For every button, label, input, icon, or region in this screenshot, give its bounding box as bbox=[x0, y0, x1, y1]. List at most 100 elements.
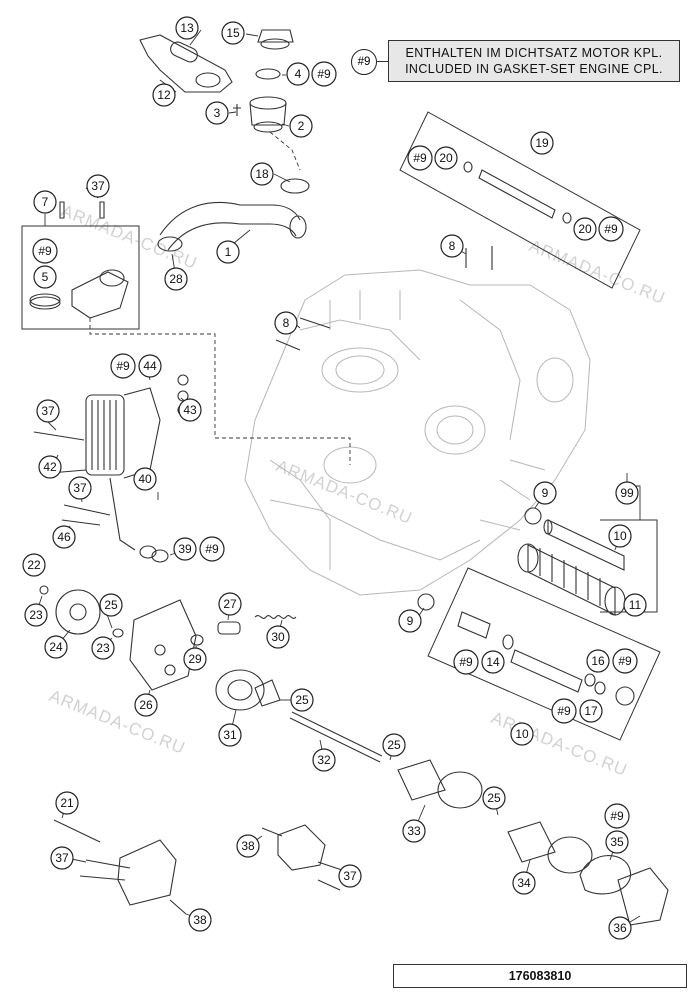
callout-4-ref: #9 bbox=[311, 61, 337, 87]
svg-text:20: 20 bbox=[578, 222, 592, 236]
gasket-set-note: ENTHALTEN IM DICHTSATZ MOTOR KPL. INCLUD… bbox=[388, 40, 680, 82]
callout-22: 22 bbox=[22, 553, 46, 577]
callout-31: 31 bbox=[218, 723, 242, 747]
callout-28: 28 bbox=[164, 267, 188, 291]
callout-46: 46 bbox=[52, 525, 76, 549]
callout-23-left: 23 bbox=[24, 603, 48, 627]
callout-32: 32 bbox=[312, 748, 336, 772]
svg-text:22: 22 bbox=[27, 558, 41, 572]
callout-44-ref: #9 bbox=[110, 353, 136, 379]
svg-text:28: 28 bbox=[169, 272, 183, 286]
callout-38-mid: 38 bbox=[236, 834, 260, 858]
svg-text:12: 12 bbox=[157, 88, 171, 102]
svg-text:3: 3 bbox=[214, 106, 221, 120]
svg-text:38: 38 bbox=[241, 839, 255, 853]
svg-text:23: 23 bbox=[96, 641, 110, 655]
callout-20-bottom: 20 bbox=[573, 217, 597, 241]
svg-text:18: 18 bbox=[255, 167, 269, 181]
svg-text:37: 37 bbox=[73, 481, 87, 495]
svg-text:#9: #9 bbox=[618, 654, 632, 668]
svg-text:7: 7 bbox=[42, 195, 49, 209]
callout-37-lower-left: 37 bbox=[50, 846, 74, 870]
callout-37-cooler: 37 bbox=[36, 399, 60, 423]
pipe-19 bbox=[275, 161, 572, 351]
svg-text:#9: #9 bbox=[38, 244, 52, 258]
callout-14: 14 bbox=[481, 650, 505, 674]
svg-text:31: 31 bbox=[223, 728, 237, 742]
oil-filler-group bbox=[139, 29, 310, 194]
svg-text:10: 10 bbox=[613, 529, 627, 543]
callout-8-left: 8 bbox=[274, 311, 298, 335]
callout-33: 33 bbox=[402, 819, 426, 843]
callout-37-top: 37 bbox=[86, 174, 110, 198]
svg-text:25: 25 bbox=[295, 693, 309, 707]
svg-text:42: 42 bbox=[43, 460, 57, 474]
callout-7: 7 bbox=[33, 190, 57, 214]
svg-text:26: 26 bbox=[139, 698, 153, 712]
svg-text:23: 23 bbox=[29, 608, 43, 622]
callout-19: 19 bbox=[530, 131, 554, 155]
callout-11: 11 bbox=[623, 593, 647, 617]
svg-text:#9: #9 bbox=[604, 222, 618, 236]
svg-text:#9: #9 bbox=[205, 542, 219, 556]
svg-text:36: 36 bbox=[613, 921, 627, 935]
svg-text:35: 35 bbox=[610, 835, 624, 849]
callout-26: 26 bbox=[134, 693, 158, 717]
callout-18: 18 bbox=[250, 162, 274, 186]
watermark-text: ARMADA-CO.RU bbox=[59, 201, 201, 273]
svg-text:#9: #9 bbox=[413, 151, 427, 165]
callout-17: 17 bbox=[579, 699, 603, 723]
callout-27: 27 bbox=[218, 592, 242, 616]
svg-text:15: 15 bbox=[226, 26, 240, 40]
svg-text:25: 25 bbox=[487, 791, 501, 805]
callout-10-top: 10 bbox=[608, 524, 632, 548]
callout-43: 43 bbox=[178, 398, 202, 422]
svg-text:#9: #9 bbox=[116, 359, 130, 373]
svg-text:24: 24 bbox=[49, 640, 63, 654]
callout-16-ref: #9 bbox=[612, 648, 638, 674]
callout-14-ref: #9 bbox=[453, 649, 479, 675]
callout-42: 42 bbox=[38, 455, 62, 479]
callout-30: 30 bbox=[266, 625, 290, 649]
svg-text:25: 25 bbox=[387, 738, 401, 752]
lower-brackets bbox=[53, 819, 349, 915]
watermark-text: ARMADA-CO.RU bbox=[47, 686, 189, 758]
svg-text:37: 37 bbox=[343, 869, 357, 883]
callout-3: 3 bbox=[205, 101, 229, 125]
callout-25-shaft: 25 bbox=[382, 733, 406, 757]
svg-text:38: 38 bbox=[193, 913, 207, 927]
callout-25-rotor: 25 bbox=[290, 688, 314, 712]
callout-9-top: 9 bbox=[533, 481, 557, 505]
drawing-number: 176083810 bbox=[393, 964, 687, 988]
callout-10-bottom: 10 bbox=[510, 722, 534, 746]
oil-filter bbox=[417, 507, 626, 616]
svg-text:2: 2 bbox=[298, 119, 305, 133]
callout-13: 13 bbox=[175, 16, 199, 40]
svg-text:37: 37 bbox=[41, 404, 55, 418]
callout-5: 5 bbox=[33, 265, 57, 289]
callout-2: 2 bbox=[289, 114, 313, 138]
svg-text:99: 99 bbox=[620, 486, 634, 500]
thermostat-housing bbox=[29, 269, 129, 319]
svg-text:19: 19 bbox=[535, 136, 549, 150]
svg-text:34: 34 bbox=[517, 876, 531, 890]
callout-29: 29 bbox=[183, 647, 207, 671]
svg-text:#9: #9 bbox=[610, 809, 624, 823]
group-box-10 bbox=[427, 567, 661, 741]
callout-39: 39 bbox=[173, 537, 197, 561]
callout-25-gear: 25 bbox=[99, 593, 123, 617]
callout-7-ref: #9 bbox=[32, 238, 58, 264]
group-box-7 bbox=[21, 225, 140, 330]
svg-text:13: 13 bbox=[180, 21, 194, 35]
callout-39-ref: #9 bbox=[199, 536, 225, 562]
callouts: 13 12 15 4 #9 3 2 18 37 7 #9 5 1 28 19 #… bbox=[22, 16, 647, 940]
watermark-text: ARMADA-CO.RU bbox=[527, 236, 669, 308]
note-reference-bubble: #9 bbox=[351, 49, 377, 75]
callout-34: 34 bbox=[512, 871, 536, 895]
svg-text:32: 32 bbox=[317, 753, 331, 767]
svg-text:8: 8 bbox=[449, 239, 456, 253]
callout-4: 4 bbox=[286, 62, 310, 86]
svg-text:16: 16 bbox=[591, 654, 605, 668]
svg-text:#9: #9 bbox=[317, 67, 331, 81]
svg-text:33: 33 bbox=[407, 824, 421, 838]
